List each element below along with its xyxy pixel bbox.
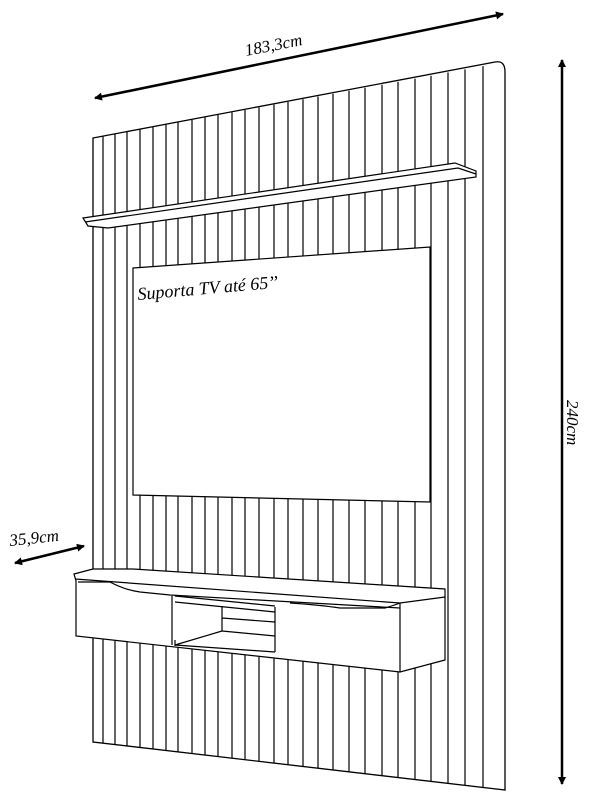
tv-cabinet [73,568,446,673]
depth-dimension: 35,9cm [7,526,85,566]
top-shelf [82,162,477,229]
width-dimension: 183,3cm [94,11,504,101]
depth-label: 35,9cm [7,526,59,550]
height-label: 240cm [563,400,582,445]
width-label: 183,3cm [243,30,304,60]
height-dimension: 240cm [558,59,582,785]
tv-area [132,246,431,503]
